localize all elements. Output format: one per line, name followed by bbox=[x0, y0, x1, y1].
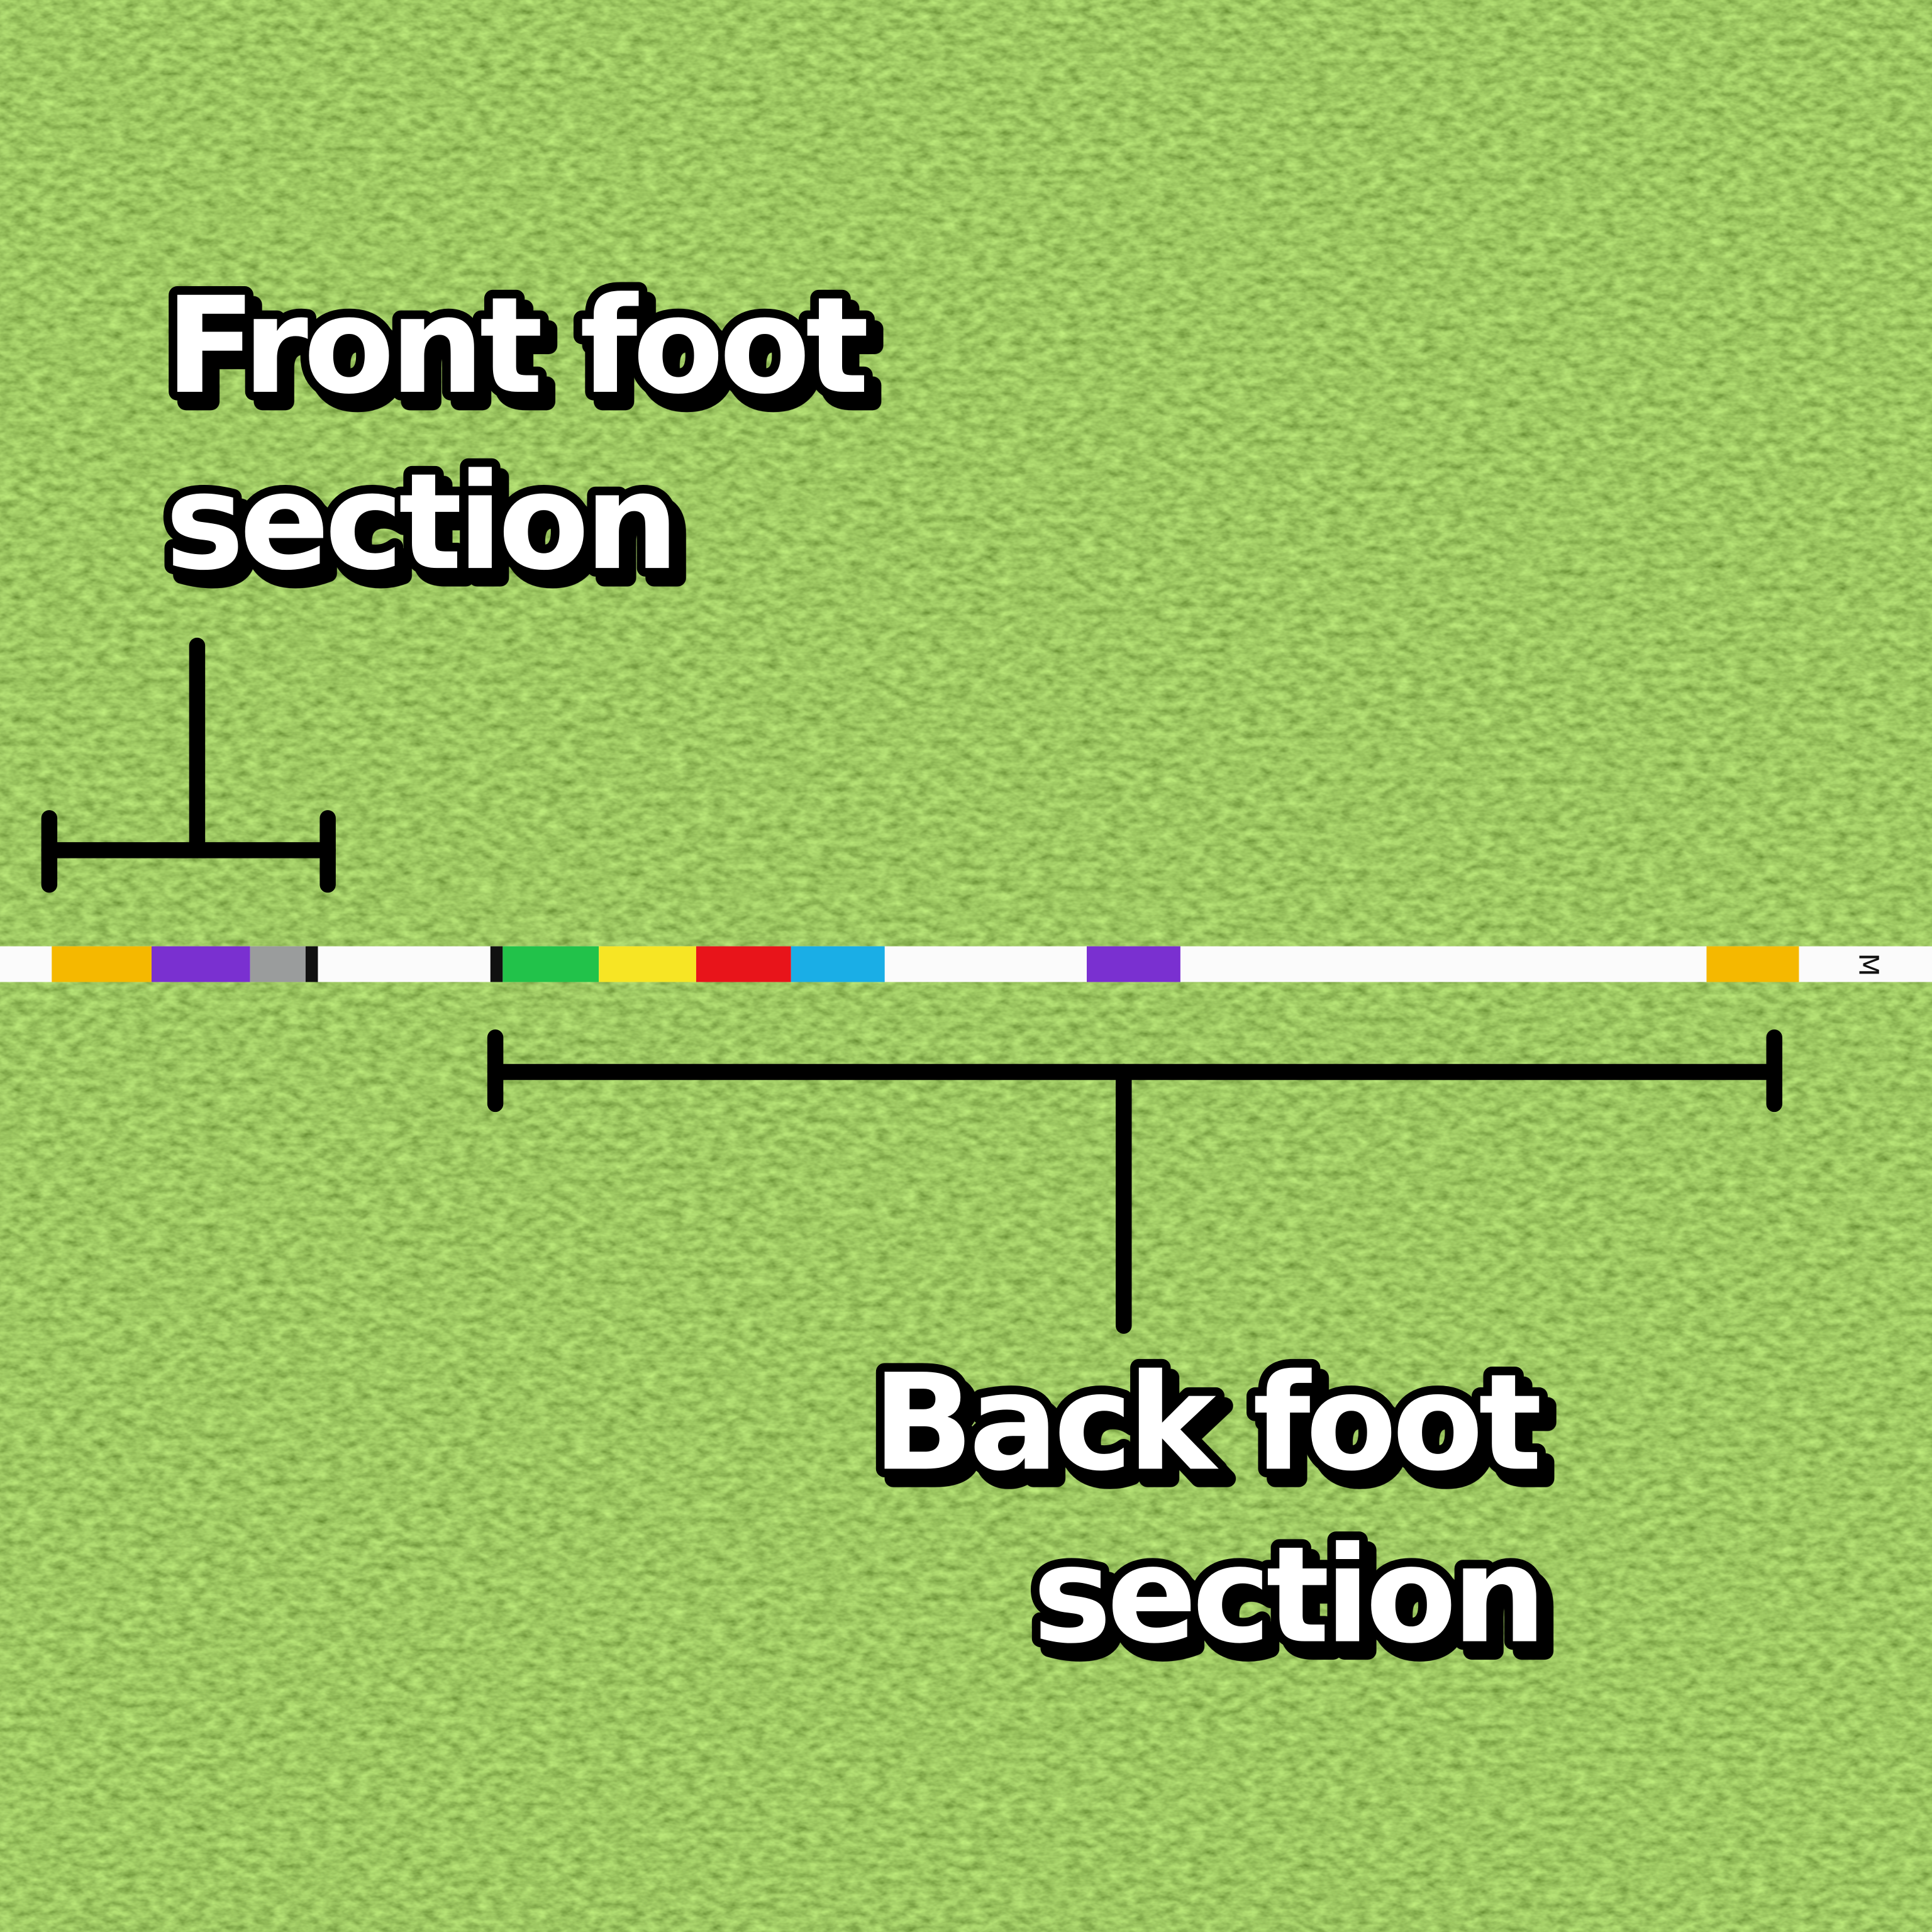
band-yellow-orange bbox=[52, 946, 152, 982]
back-foot-label-line1: Back foot bbox=[872, 1345, 1540, 1500]
front-foot-label-line1: Front foot bbox=[165, 269, 867, 423]
stick-end-mark: M bbox=[1852, 953, 1884, 976]
alignment-stick: M bbox=[0, 946, 1932, 982]
band-red bbox=[696, 946, 791, 982]
band-gray bbox=[250, 946, 306, 982]
front-foot-label: Front foot section bbox=[157, 260, 880, 608]
band-purple bbox=[1087, 946, 1180, 982]
band-green bbox=[502, 946, 599, 982]
band-yellow bbox=[599, 946, 696, 982]
back-foot-label-line2: section bbox=[1033, 1518, 1542, 1673]
band-purple bbox=[151, 946, 250, 982]
front-foot-label-line2: section bbox=[165, 445, 675, 599]
band-black bbox=[305, 946, 318, 982]
front-foot-bracket bbox=[41, 637, 336, 893]
back-foot-label: Back foot section bbox=[863, 1337, 1555, 1682]
band-black bbox=[490, 946, 503, 982]
back-foot-bracket bbox=[487, 1029, 1782, 1334]
band-yellow-orange bbox=[1706, 946, 1799, 982]
band-cyan bbox=[791, 946, 885, 982]
